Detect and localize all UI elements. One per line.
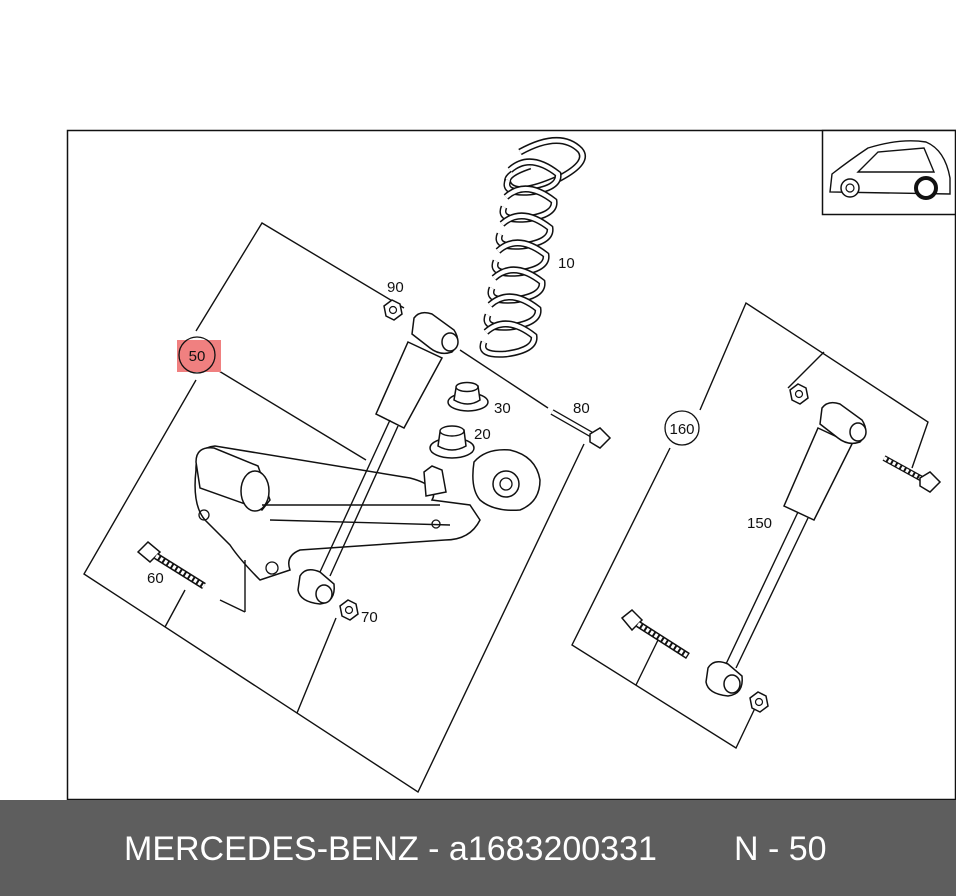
spring-pad-30 (447, 381, 489, 412)
bolt-right-lower (620, 608, 690, 659)
nut-90 (383, 299, 403, 321)
footer-bar: MERCEDES-BENZ - a1683200331 N - 50 (0, 800, 956, 896)
callout-70-label[interactable]: 70 (361, 609, 378, 626)
callout-60-label[interactable]: 60 (147, 570, 164, 587)
bolt-80 (550, 409, 612, 449)
nut-70 (339, 599, 359, 621)
callout-150-label[interactable]: 150 (747, 515, 772, 532)
bolt-right-upper (882, 455, 942, 493)
callout-20-label[interactable]: 20 (474, 426, 491, 443)
callout-10-label[interactable]: 10 (558, 255, 575, 272)
coil-spring (479, 137, 586, 358)
callout-50-label: 50 (189, 348, 206, 365)
callout-80-label[interactable]: 80 (573, 400, 590, 417)
shock-absorber-right (705, 401, 867, 697)
spring-coil (481, 322, 537, 357)
nut-right-lower (749, 691, 769, 713)
car-rear-wheel-icon (821, 129, 956, 216)
bolt-60 (136, 540, 206, 589)
group-bracket-50 (83, 222, 585, 794)
callout-160-label: 160 (669, 421, 694, 438)
callout-50[interactable]: 50 (177, 336, 221, 374)
group-bracket-160 (571, 301, 929, 750)
axle-carrier (194, 445, 541, 613)
footer-diagram-code: N - 50 (734, 830, 827, 868)
footer-part-title: MERCEDES-BENZ - a1683200331 (124, 830, 657, 868)
parts-diagram: 50 160 10 20 30 60 70 80 90 150 (66, 129, 956, 800)
shock-absorber-left (297, 311, 459, 605)
callout-160[interactable]: 160 (664, 410, 700, 446)
nut-right-upper (789, 383, 809, 405)
callout-90-label[interactable]: 90 (387, 279, 404, 296)
spring-pad-20 (429, 425, 475, 459)
callout-30-label[interactable]: 30 (494, 400, 511, 417)
